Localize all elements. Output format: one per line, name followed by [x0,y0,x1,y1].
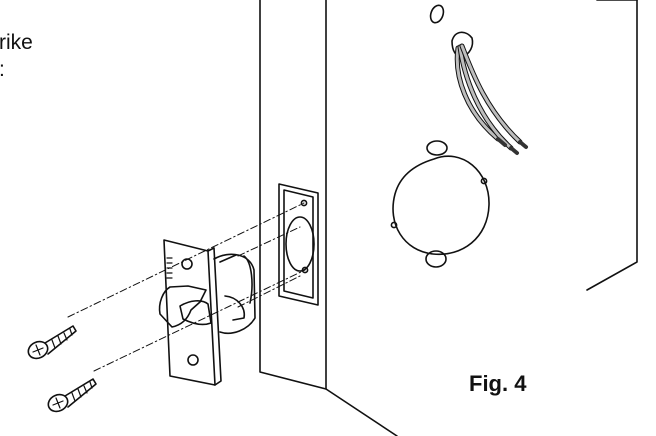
alignment-line-top-screw [67,202,305,318]
faceplate-serration [166,257,173,279]
screw-top [27,325,77,360]
door-face-outline [325,0,398,436]
alignment-lines [67,202,306,372]
cross-bore-pin-right [480,177,488,185]
latch-housing-rear [219,254,253,304]
mortise-screw-hole-bottom [301,266,309,274]
instruction-text-line-2: : [0,57,5,83]
small-hole-icon [429,4,445,24]
screw-bottom-shank [64,378,97,408]
edge-bore-hole [285,216,315,272]
screw-top-thread [51,328,73,349]
cross-bore-notch-bottom [425,250,447,268]
mortise-screw-hole-top [300,199,308,207]
cross-bore-notch-top [426,140,448,156]
latch-bolt [158,285,207,328]
alignment-line-bottom-screw [93,269,306,372]
door-edge-front [259,0,327,390]
cable-wire-1-inner [455,46,500,141]
cable-hole [451,31,474,58]
latch-deadlatch [179,300,212,326]
screw-top-head [27,340,49,360]
cable-assembly [451,31,528,155]
instruction-text-line-1: rike [0,31,33,54]
faceplate-screw-hole-top [181,258,193,270]
mortise-inner [283,189,314,299]
edge-bore [278,183,319,306]
screw-bottom-head [47,393,69,413]
figure-label: Fig. 4 [469,371,527,396]
alignment-line-latch-bottom [237,275,301,308]
mortise-outline [278,183,319,306]
cross-bore-pin-left [390,221,398,229]
latch-assembly [158,239,256,386]
screw-bottom [47,378,97,413]
cable-wire-tip-2 [509,146,519,155]
faceplate-screw-hole-bottom [187,354,199,366]
latch-housing [213,253,256,334]
door-slab [259,0,638,436]
door-right-edge [586,0,638,291]
screw-bottom-head-slot [52,397,64,409]
latch-housing-tail [224,295,246,321]
screw-top-head-slot [32,344,44,356]
cable-wire-3-inner [460,44,522,144]
screw-bottom-thread [71,381,93,402]
screw-top-shank [44,325,77,355]
cable-wire-2-inner [458,45,513,150]
cross-bore-hole [392,155,490,256]
latch-faceplate-side [207,247,222,386]
cable-wire-tip-3 [518,140,528,149]
cable-wire-tip-1 [496,137,507,147]
alignment-line-latch-top [237,226,301,257]
cross-bore [390,140,490,268]
